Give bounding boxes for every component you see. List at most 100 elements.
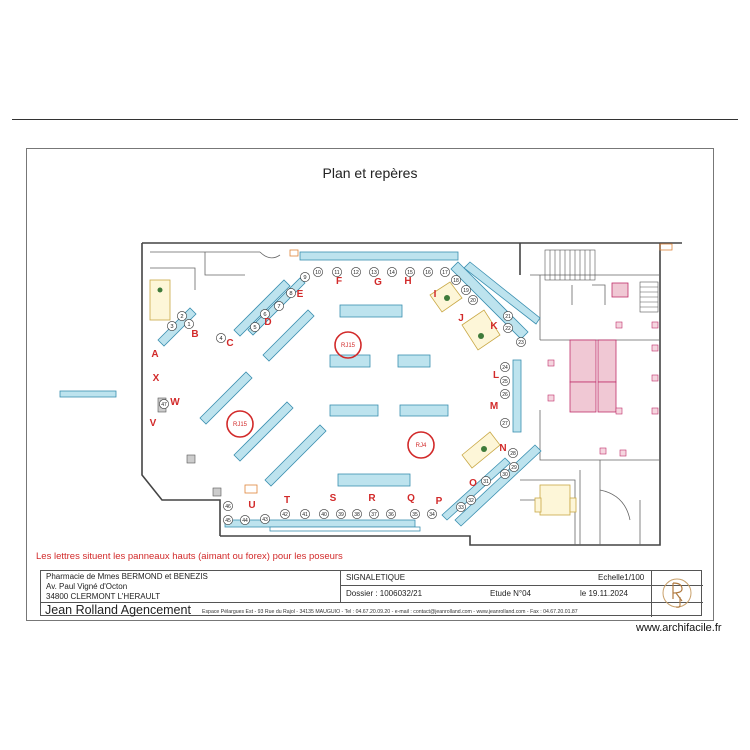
- position-number-label: 10: [315, 270, 321, 276]
- position-number-label: 4: [219, 336, 223, 342]
- logo-cell: [651, 571, 703, 617]
- position-number: 39: [336, 509, 346, 519]
- staircase: [544, 249, 659, 313]
- position-number-label: 3: [170, 324, 173, 330]
- position-number-label: 25: [502, 379, 508, 385]
- position-number: 35: [410, 509, 420, 519]
- position-number-label: 8: [289, 291, 292, 297]
- position-number: 40: [319, 509, 329, 519]
- position-number-label: 37: [371, 512, 377, 518]
- position-number: 4: [216, 333, 226, 343]
- position-number: 37: [369, 509, 379, 519]
- position-number-label: 1: [187, 322, 190, 328]
- position-number: 10: [313, 267, 323, 277]
- position-number-label: 5: [253, 325, 256, 331]
- position-number-label: 16: [425, 270, 431, 276]
- panel-letter: B: [191, 329, 198, 340]
- project-date: le 19.11.2024: [580, 589, 628, 598]
- project-type: SIGNALETIQUE: [346, 573, 406, 582]
- panel-letter: A: [151, 349, 158, 360]
- panel-letter: V: [150, 418, 157, 429]
- position-number-label: 26: [502, 392, 508, 398]
- panel-letter: J: [458, 313, 464, 324]
- position-number: 17: [440, 267, 450, 277]
- position-number-label: 38: [354, 512, 360, 518]
- position-number: 20: [468, 295, 478, 305]
- position-number-label: 15: [407, 270, 413, 276]
- position-number: 22: [503, 323, 513, 333]
- position-number: 34: [427, 509, 437, 519]
- position-number-label: 21: [505, 314, 511, 320]
- signage-marker-label: RJ15: [233, 422, 248, 428]
- panel-letter: L: [493, 370, 499, 381]
- position-number-label: 12: [353, 270, 359, 276]
- panel-letter: C: [226, 338, 233, 349]
- position-number-label: 30: [502, 472, 508, 478]
- page-title: Plan et repères: [322, 165, 418, 181]
- position-number: 30: [500, 469, 510, 479]
- position-number: 11: [332, 267, 342, 277]
- position-number: 1: [184, 319, 194, 329]
- panel-letter: R: [368, 493, 376, 504]
- position-number-label: 7: [277, 304, 280, 310]
- walls: [141, 242, 682, 546]
- position-number: 7: [274, 301, 284, 311]
- panel-letter: S: [330, 493, 337, 504]
- position-number: 27: [500, 418, 510, 428]
- panel-letter: M: [490, 401, 498, 412]
- client-street: Av. Paul Vigné d'Octon: [46, 582, 128, 591]
- position-number-label: 23: [518, 340, 524, 346]
- position-number: 43: [260, 514, 270, 524]
- project-dossier: Dossier : 1006032/21: [346, 589, 423, 598]
- panel-letter: D: [264, 317, 271, 328]
- position-number: 42: [280, 509, 290, 519]
- position-number: 24: [500, 362, 510, 372]
- plant-markers: [157, 287, 487, 452]
- position-number: 21: [503, 311, 513, 321]
- position-number-label: 31: [483, 479, 489, 485]
- position-number: 2: [177, 311, 187, 321]
- position-number-label: 47: [161, 402, 167, 408]
- position-number: 26: [500, 389, 510, 399]
- project-etude: Etude N°04: [490, 589, 532, 598]
- dossier-row: [341, 586, 703, 603]
- back-room-small: [547, 321, 659, 457]
- company-name: Jean Rolland Agencement: [45, 603, 191, 617]
- position-number-label: 2: [180, 314, 183, 320]
- position-number-label: 34: [429, 512, 435, 518]
- position-number-label: 19: [463, 288, 469, 294]
- position-number: 15: [405, 267, 415, 277]
- gondolas: [199, 304, 449, 487]
- position-number: 29: [509, 462, 519, 472]
- company-address: Espace Pélargues Est - 93 Rue du Rajol -…: [202, 609, 578, 615]
- position-number: 18: [451, 275, 461, 285]
- position-number-label: 33: [458, 505, 464, 511]
- position-number: 47: [159, 399, 169, 409]
- position-number-label: 14: [389, 270, 395, 276]
- position-number: 41: [300, 509, 310, 519]
- panel-letter: F: [336, 276, 342, 287]
- panel-letter: K: [490, 321, 498, 332]
- position-number: 8: [286, 288, 296, 298]
- position-number-label: 42: [282, 512, 288, 518]
- project-scale: Echelle1/100: [598, 573, 645, 582]
- position-number: 16: [423, 267, 433, 277]
- position-number: 5: [250, 322, 260, 332]
- position-number-label: 28: [510, 451, 516, 457]
- position-number-label: 17: [442, 270, 448, 276]
- panel-letter: Q: [407, 493, 415, 504]
- position-number: 46: [223, 501, 233, 511]
- project-row: [341, 571, 703, 586]
- signage-marker: RJ15: [226, 410, 254, 438]
- position-number: 31: [481, 476, 491, 486]
- client-name: Pharmacie de Mmes BERMOND et BENEZIS: [46, 572, 208, 581]
- panel-letter: X: [153, 373, 160, 384]
- legend-note: Les lettres situent les panneaux hauts (…: [36, 551, 343, 562]
- position-number: 33: [456, 502, 466, 512]
- signage-marker-label: RJ15: [341, 343, 356, 349]
- position-number: 32: [466, 495, 476, 505]
- position-number-label: 35: [412, 512, 418, 518]
- position-number-label: 41: [302, 512, 308, 518]
- position-number: 28: [508, 448, 518, 458]
